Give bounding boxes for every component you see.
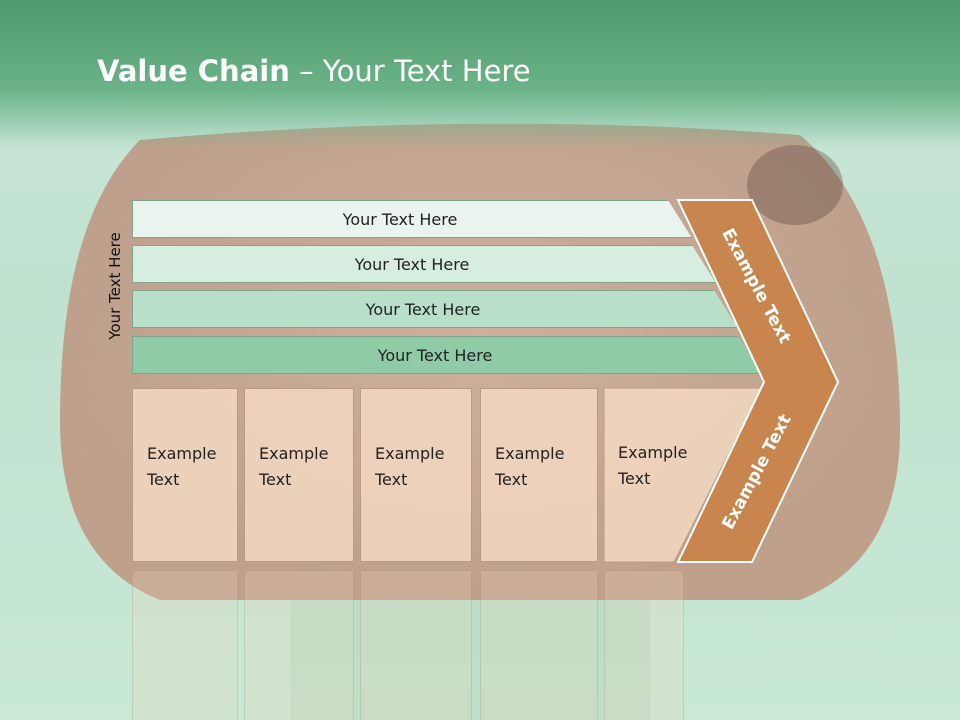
margin-chevron-shape [676,199,840,563]
box-1-line-1: Example [147,444,217,463]
box-5-line-2: Text [618,469,651,488]
support-bar-4: Your Text Here [132,336,762,374]
slide-title-bold: Value Chain [97,54,290,88]
box-4-line-2: Text [495,470,528,489]
support-bar-3-label: Your Text Here [365,299,481,319]
box-5-line-1: Example [618,443,688,462]
primary-activity-box-4: Example Text [480,388,598,562]
primary-activity-box-5: Example Text [604,388,687,492]
box-1-line-2: Text [147,470,180,489]
title-banner [0,0,960,150]
box-3-line-1: Example [375,444,445,463]
support-bar-4-label: Your Text Here [377,345,493,365]
support-bar-1: Your Text Here [132,200,692,238]
box-3-line-2: Text [375,470,408,489]
box-4-line-1: Example [495,444,565,463]
primary-activity-box-1: Example Text [132,388,238,562]
slide-title-rest: – Your Text Here [289,54,531,88]
support-bar-2: Your Text Here [132,245,716,283]
box-2-line-1: Example [259,444,329,463]
primary-activity-box-2: Example Text [244,388,354,562]
box-2-line-2: Text [259,470,292,489]
support-bar-1-label: Your Text Here [342,209,458,229]
primary-activity-box-3: Example Text [360,388,472,562]
primary-activity-box-5-shape [603,387,763,563]
slide-title: Value Chain – Your Text Here [97,54,531,88]
support-bar-3: Your Text Here [132,290,738,328]
support-bar-2-label: Your Text Here [354,254,470,274]
